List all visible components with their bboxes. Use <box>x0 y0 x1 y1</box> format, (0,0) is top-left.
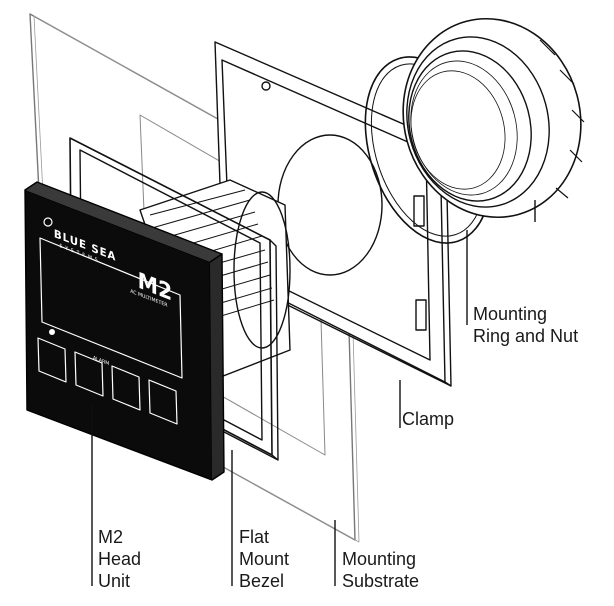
label-substrate: Mounting Substrate <box>342 548 419 592</box>
label-line: Unit <box>98 571 131 591</box>
label-bezel: Flat Mount Bezel <box>239 526 289 592</box>
label-line: Head <box>98 549 142 569</box>
label-line: Mounting <box>473 304 548 324</box>
mounting-nut <box>402 17 585 219</box>
label-ring-and-nut: Mounting Ring and Nut <box>473 303 578 347</box>
leader-lines <box>91 200 536 586</box>
label-line: Bezel <box>239 571 285 591</box>
label-line: Substrate <box>342 571 420 591</box>
label-line: Mount <box>239 549 290 569</box>
label-line: Clamp <box>402 409 455 429</box>
m2-head-unit <box>24 181 225 481</box>
label-head-unit: M2 Head Unit <box>98 526 141 592</box>
label-line: Mounting <box>342 549 417 569</box>
label-clamp: Clamp <box>402 408 454 430</box>
label-line: Flat <box>239 527 270 547</box>
label-line: Ring and Nut <box>473 326 579 346</box>
label-line: M2 <box>98 527 124 547</box>
